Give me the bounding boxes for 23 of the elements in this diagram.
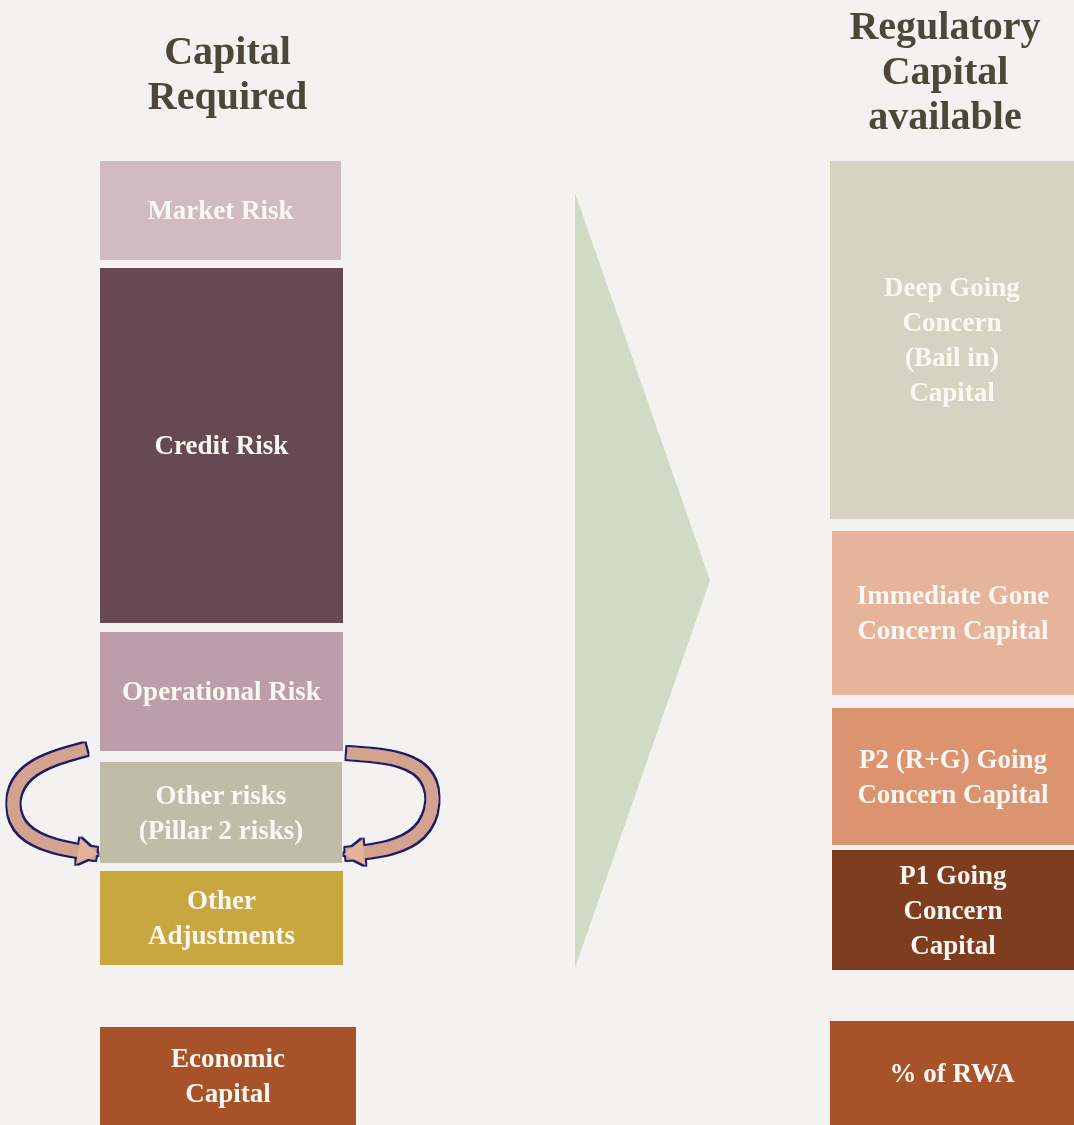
block-label: Other risks (Pillar 2 risks) (137, 778, 305, 847)
stacked-block (830, 161, 1074, 519)
block-label: P2 (R+G) Going Concern Capital (856, 742, 1050, 811)
stacked-block (832, 531, 1074, 695)
column-heading: Regulatory Capital available (848, 3, 1042, 138)
block-label: Economic Capital (170, 1042, 286, 1110)
block-label: % of RWA (888, 1056, 1016, 1090)
column-heading: Capital Required (146, 28, 309, 118)
stacked-block (832, 708, 1074, 845)
stacked-block (100, 871, 343, 965)
stacked-block (100, 762, 342, 863)
block-label: Immediate Gone Concern Capital (855, 579, 1051, 647)
block-label: Market Risk (146, 194, 295, 227)
stacked-block (832, 850, 1074, 970)
block-label: Operational Risk (121, 675, 322, 708)
block-label: Other Adjustments (147, 884, 296, 952)
stacked-block (100, 632, 343, 751)
block-label: Credit Risk (153, 429, 290, 462)
block-label: P1 Going Concern Capital (898, 858, 1008, 962)
stacked-block (100, 268, 343, 623)
stacked-block (830, 1021, 1074, 1125)
stacked-block (100, 1027, 356, 1125)
stacked-block (100, 161, 341, 260)
